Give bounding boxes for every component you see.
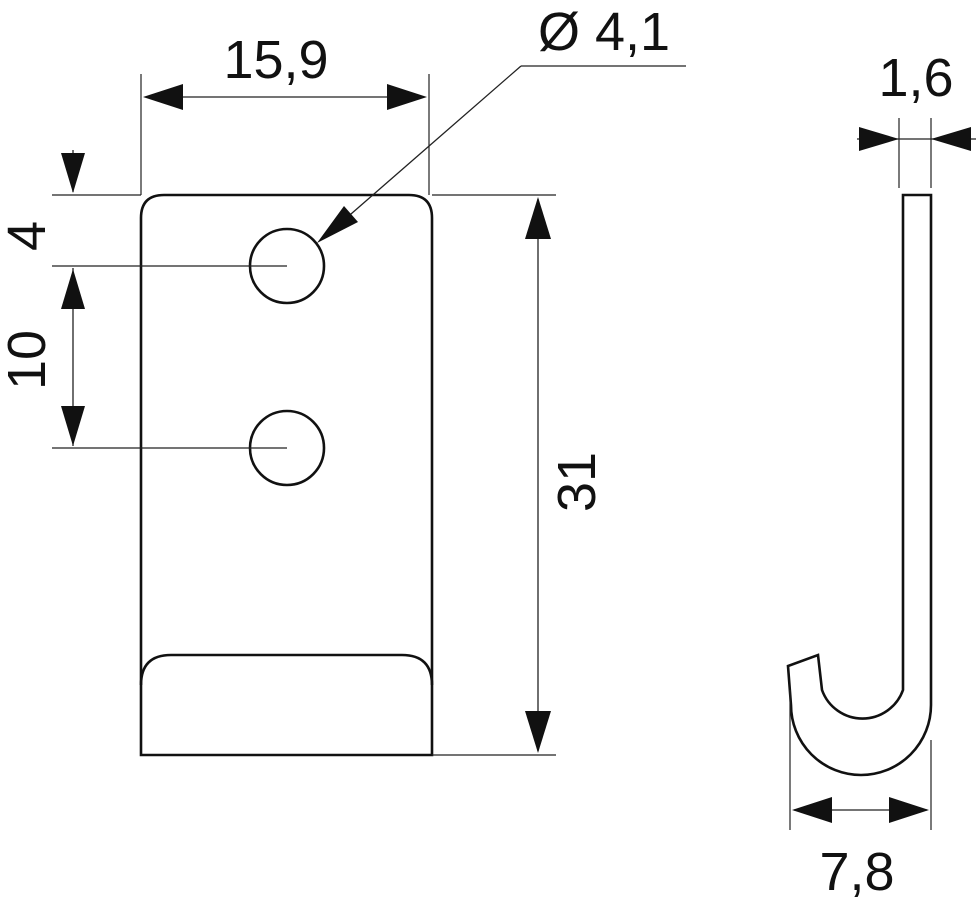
depth-arrow-right xyxy=(889,797,929,823)
spacing-arrow-bottom xyxy=(61,406,85,446)
front-view xyxy=(139,193,434,757)
hole-diameter-label: Ø 4,1 xyxy=(538,2,670,62)
width-label: 15,9 xyxy=(223,30,328,90)
thickness-dimension: 1,6 xyxy=(857,48,976,188)
height-label: 31 xyxy=(547,452,607,512)
width-arrow-right xyxy=(387,84,427,110)
thickness-label: 1,6 xyxy=(878,48,953,108)
top-to-hole-label: 4 xyxy=(0,221,57,251)
left-dimensions: 4 10 xyxy=(0,150,287,449)
spacing-arrow-top xyxy=(61,269,85,309)
side-view xyxy=(786,193,933,777)
top-arrow-outside xyxy=(61,153,85,193)
hook-depth-dimension: 7,8 xyxy=(789,690,932,900)
height-dimension: 31 xyxy=(432,194,607,756)
thickness-arrow-left xyxy=(859,127,899,151)
hook-profile xyxy=(786,193,933,777)
hook-depth-label: 7,8 xyxy=(819,842,894,900)
width-dimension: 15,9 xyxy=(140,30,430,195)
leader-arrow xyxy=(317,206,358,243)
height-arrow-top xyxy=(525,197,551,239)
width-arrow-left xyxy=(143,84,183,110)
hole-diameter-callout: Ø 4,1 xyxy=(317,2,686,243)
depth-arrow-left xyxy=(792,797,832,823)
thickness-arrow-right xyxy=(931,127,971,151)
plate-bend-line xyxy=(139,653,434,686)
plate-outline xyxy=(139,193,434,757)
hole-spacing-label: 10 xyxy=(0,330,57,390)
height-arrow-bottom xyxy=(525,711,551,753)
